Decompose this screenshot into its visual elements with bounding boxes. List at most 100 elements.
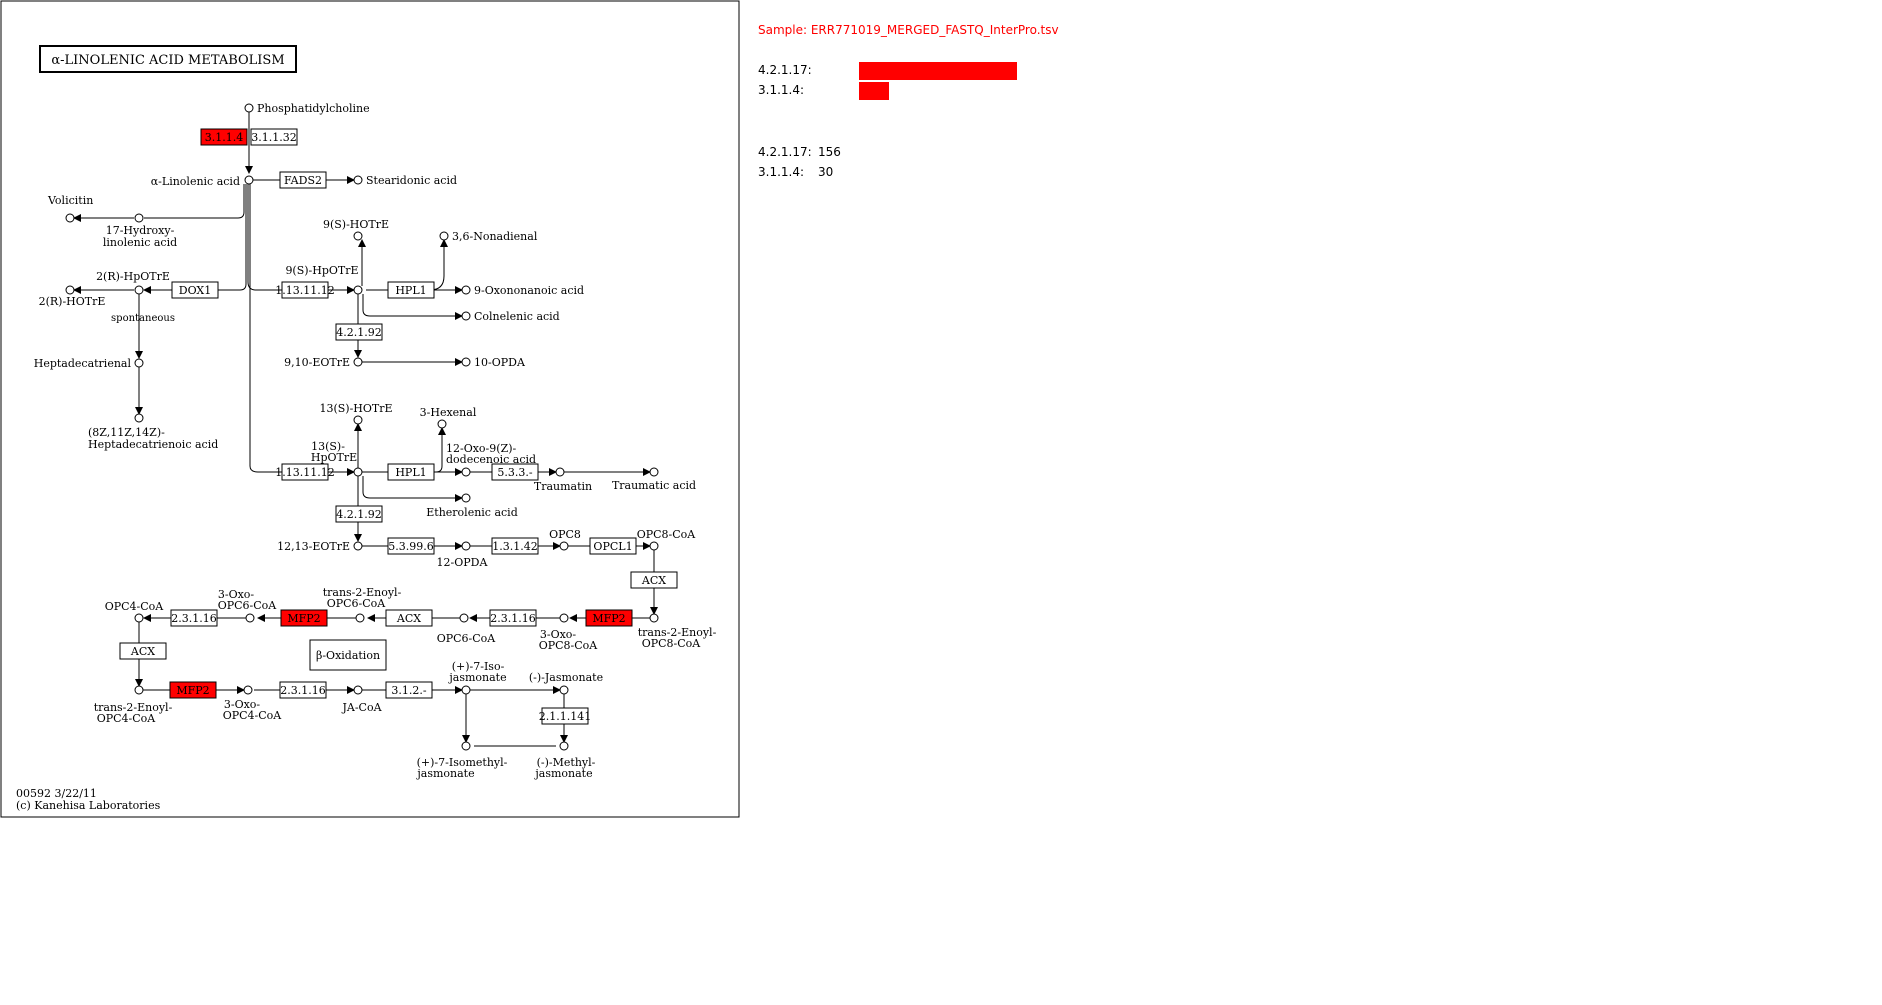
alpha-linolenic-node[interactable] (244, 175, 254, 185)
hpotre-2r-label: 2(R)-HpOTrE (96, 270, 170, 283)
ec-2-3-1-16-box-3[interactable]: 2.3.1.16 (279, 681, 327, 699)
trans-opc4-node[interactable] (134, 685, 144, 695)
mfp2-box-1[interactable]: MFP2 (585, 609, 633, 627)
enzyme-boxes: 3.1.1.4 3.1.1.32 FADS2 DOX1 1.13.11.12 H… (119, 128, 678, 725)
nonadienal-node[interactable] (439, 231, 449, 241)
pathway-map: α-LINOLENIC ACID METABOLISM (0, 0, 740, 818)
iso7-node[interactable] (461, 685, 471, 695)
colnelenic-label: Colnelenic acid (474, 310, 560, 323)
oxo3-opc6-node[interactable] (245, 613, 255, 623)
hpotre-2r-node[interactable] (134, 285, 144, 295)
opc8-node[interactable] (559, 541, 569, 551)
trans-opc4-label-1: trans-2-Enoyl- (94, 701, 173, 714)
hpotre-9s-node[interactable] (353, 285, 363, 295)
eotre-1213-node[interactable] (353, 541, 363, 551)
spontaneous-label: spontaneous (111, 313, 175, 324)
compound-nodes (65, 103, 659, 751)
opc4-coa-node[interactable] (134, 613, 144, 623)
isomethyl-node[interactable] (461, 741, 471, 751)
ec-5-3-99-6-box[interactable]: 5.3.99.6 (387, 537, 435, 555)
bar-row-ec-label: 3.1.1.4: (758, 83, 805, 97)
acx-box-3[interactable]: ACX (119, 642, 167, 660)
volicitin-node[interactable] (65, 213, 75, 223)
eotre-910-node[interactable] (353, 357, 363, 367)
fads2-box[interactable]: FADS2 (279, 171, 327, 189)
svg-text:MFP2: MFP2 (592, 612, 625, 625)
stearidonic-node[interactable] (353, 175, 363, 185)
oxo12-node[interactable] (461, 467, 471, 477)
ec-3-1-1-4-box[interactable]: 3.1.1.4 (200, 128, 248, 146)
oxo3-opc4-node[interactable] (243, 685, 253, 695)
ja-coa-node[interactable] (353, 685, 363, 695)
mfp2-box-3[interactable]: MFP2 (169, 681, 217, 699)
heptadecatrienoic-label-2: Heptadecatrienoic acid (88, 438, 218, 451)
ec-1-13-11-12-box-b[interactable]: 1.13.11.12 (275, 463, 335, 481)
bar-track (859, 82, 1017, 100)
opda-12-node[interactable] (461, 541, 471, 551)
hydroxy17-node[interactable] (134, 213, 144, 223)
ec-2-1-1-141-box[interactable]: 2.1.1.141 (539, 707, 591, 725)
traumatin-node[interactable] (555, 467, 565, 477)
ec-1-13-11-12-box-a[interactable]: 1.13.11.12 (275, 281, 335, 299)
opda-10-node[interactable] (461, 357, 471, 367)
trans-opc8-node[interactable] (649, 613, 659, 623)
bar-fill (859, 82, 889, 100)
traumatin-label: Traumatin (534, 480, 592, 493)
heptadecatrienoic-label-1: (8Z,11Z,14Z)- (88, 426, 165, 439)
hydroxy17-label-2: linolenic acid (103, 236, 177, 249)
ec-5-3-3-box[interactable]: 5.3.3.- (491, 463, 539, 481)
svg-text:2.3.1.16: 2.3.1.16 (490, 612, 535, 625)
colnelenic-node[interactable] (461, 311, 471, 321)
svg-text:3.1.1.4: 3.1.1.4 (205, 131, 243, 144)
heptadecatrienoic-node[interactable] (134, 413, 144, 423)
hotre-13s-label: 13(S)-HOTrE (319, 402, 392, 415)
etherolenic-node[interactable] (461, 493, 471, 503)
map-frame (0, 0, 740, 818)
oxononanoic-node[interactable] (461, 285, 471, 295)
hpotre-13s-node[interactable] (353, 467, 363, 477)
heptadecatrienal-node[interactable] (134, 358, 144, 368)
jasmonate-node[interactable] (559, 685, 569, 695)
svg-text:ACX: ACX (396, 612, 421, 625)
methyl-jasmonate-node[interactable] (559, 741, 569, 751)
ec-1-3-1-42-box[interactable]: 1.3.1.42 (491, 537, 539, 555)
hpl1-box-b[interactable]: HPL1 (387, 463, 435, 481)
iso7-label-1: (+)-7-Iso- (452, 660, 505, 673)
ec-4-2-1-92-box-b[interactable]: 4.2.1.92 (335, 505, 383, 523)
svg-text:4.2.1.92: 4.2.1.92 (336, 508, 381, 521)
mfp2-box-2[interactable]: MFP2 (280, 609, 328, 627)
sample-panel: Sample: ERR771019_MERGED_FASTQ_InterPro.… (758, 0, 1178, 200)
oxo3-opc4-label-1: 3-Oxo- (224, 698, 261, 711)
hotre-13s-node[interactable] (353, 415, 363, 425)
hexenal-node[interactable] (437, 419, 447, 429)
hotre-2r-node[interactable] (65, 285, 75, 295)
bar-track (859, 62, 1017, 80)
trans-opc6-node[interactable] (355, 613, 365, 623)
traumatic-node[interactable] (649, 467, 659, 477)
svg-text:3.1.2.-: 3.1.2.- (391, 684, 426, 697)
ec-2-3-1-16-box-2[interactable]: 2.3.1.16 (170, 609, 218, 627)
svg-text:2.1.1.141: 2.1.1.141 (539, 710, 591, 723)
dox1-box[interactable]: DOX1 (171, 281, 219, 299)
acx-box-2[interactable]: ACX (385, 609, 433, 627)
iso7-label-2: jasmonate (447, 671, 506, 684)
ec-2-3-1-16-box-1[interactable]: 2.3.1.16 (489, 609, 537, 627)
phosphatidylcholine-label: Phosphatidylcholine (257, 102, 370, 115)
phosphatidylcholine-node[interactable] (244, 103, 254, 113)
opcl1-box[interactable]: OPCL1 (589, 537, 637, 555)
hotre-9s-node[interactable] (353, 231, 363, 241)
ec-3-1-1-32-box[interactable]: 3.1.1.32 (250, 128, 298, 146)
hydroxy17-label-1: 17-Hydroxy- (106, 224, 175, 237)
heptadecatrienal-label: Heptadecatrienal (34, 357, 132, 370)
hpl1-box-a[interactable]: HPL1 (387, 281, 435, 299)
ec-4-2-1-92-box-a[interactable]: 4.2.1.92 (335, 323, 383, 341)
oxo3-opc8-node[interactable] (559, 613, 569, 623)
ec-3-1-2-box[interactable]: 3.1.2.- (385, 681, 433, 699)
acx-box-1[interactable]: ACX (630, 571, 678, 589)
svg-text:DOX1: DOX1 (179, 284, 211, 297)
opc6-coa-node[interactable] (459, 613, 469, 623)
count-row-ec-label: 3.1.1.4: (758, 165, 805, 179)
opc8-coa-node[interactable] (649, 541, 659, 551)
beta-oxidation-box[interactable]: β-Oxidation (309, 639, 387, 671)
trans-opc8-label-2: OPC8-CoA (642, 637, 702, 650)
